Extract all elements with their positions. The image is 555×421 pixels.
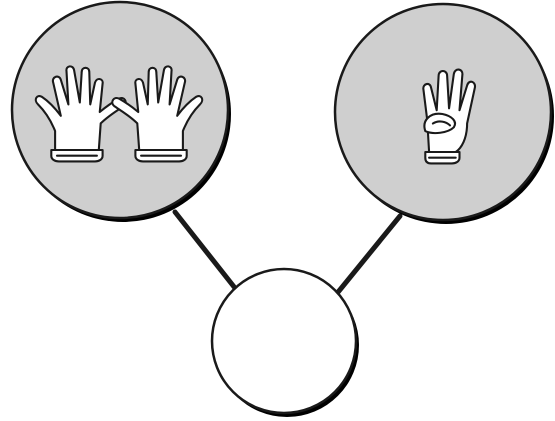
whole-circle[interactable] <box>212 269 359 417</box>
connector-right <box>330 216 400 302</box>
